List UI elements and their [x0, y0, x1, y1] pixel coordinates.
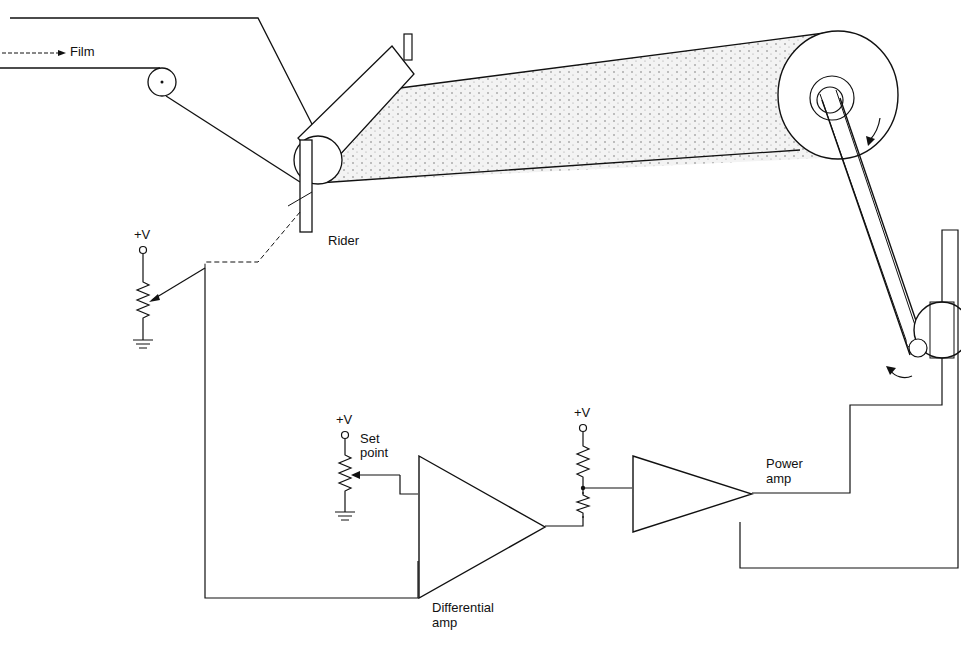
- signal-label: Film: [70, 45, 95, 59]
- amplifier-triangle: [632, 455, 754, 533]
- differential-amplifier: Differential amp: [418, 455, 558, 635]
- signal-wire: [545, 488, 632, 526]
- amplifier-triangle: [418, 455, 547, 599]
- amplifier-label: Differential amp: [432, 601, 512, 631]
- supply-label: +V: [574, 406, 590, 420]
- amplifier-label: Power amp: [766, 457, 826, 487]
- part-label: Set point: [360, 432, 400, 461]
- supply-label: +V: [336, 413, 352, 427]
- part-label: Rider: [328, 234, 359, 248]
- power-amplifier: Power amp: [632, 455, 832, 535]
- supply-label: +V: [134, 228, 150, 242]
